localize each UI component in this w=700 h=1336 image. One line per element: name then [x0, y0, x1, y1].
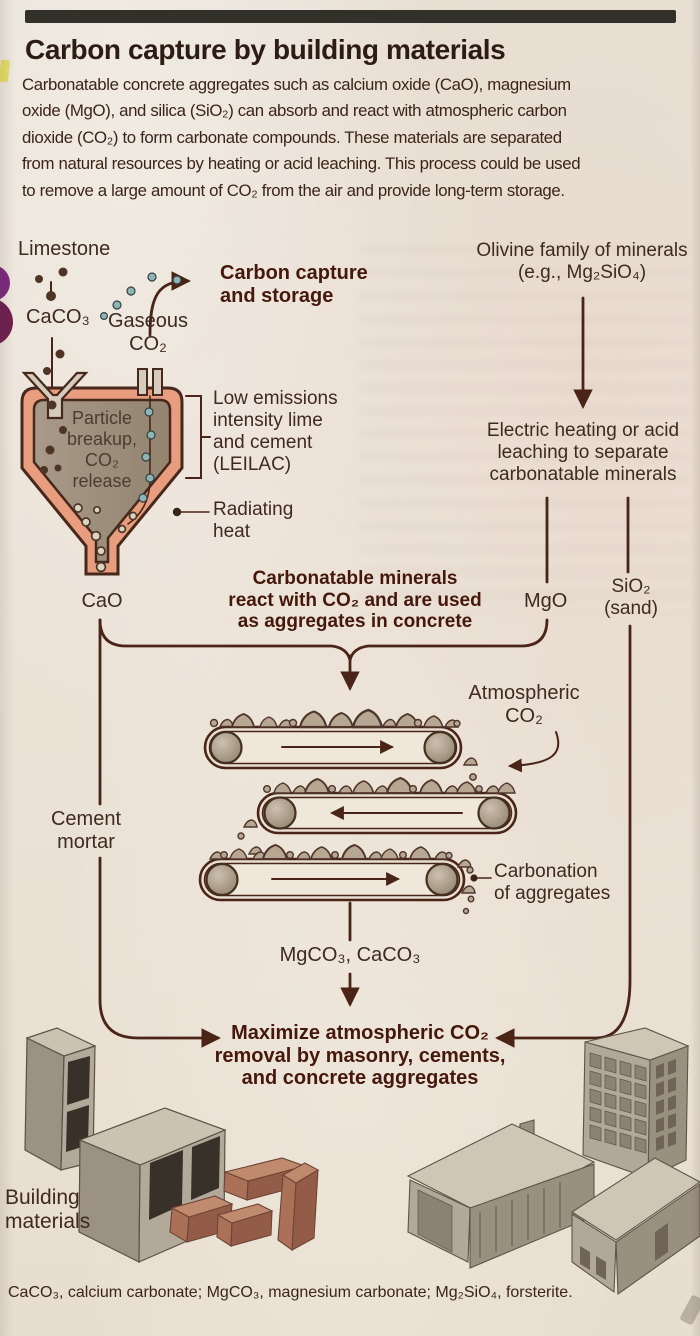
label-electric-heating: Electric heating or acid leaching to sep… [486, 420, 680, 485]
label-olivine: Olivine family of minerals (e.g., Mg₂SiO… [476, 240, 688, 283]
bricks [169, 1157, 320, 1252]
tall-building [582, 1027, 690, 1179]
kiln-illustration [20, 368, 184, 576]
page-edge-purple-artifact [0, 266, 13, 344]
hopper-funnel-icon [21, 371, 89, 420]
label-carbon-capture-storage: Carbon capture and storage [220, 262, 368, 307]
label-radiating-heat: Radiating heat [213, 499, 294, 542]
particle-path-down [40, 400, 107, 573]
conveyor-belt-1 [203, 708, 478, 806]
label-cao: CaO [81, 590, 123, 612]
label-leilac: Low emissions intensity lime and cement … [213, 388, 338, 475]
building-windows [589, 1052, 676, 1154]
label-caco3: CaCO₃ [26, 306, 90, 328]
chimney-icon [137, 368, 163, 396]
top-rule-bar [25, 10, 676, 23]
intro-paragraph: Carbonatable concrete aggregates such as… [22, 75, 581, 200]
leilac-bracket [185, 395, 211, 479]
label-building-materials: Building materials [5, 1186, 91, 1233]
label-limestone: Limestone [18, 238, 111, 260]
converge-bracket [98, 618, 549, 691]
footnote: CaCO₃, calcium carbonate; MgCO₃, magnesi… [8, 1284, 573, 1301]
cinder-block-lying [78, 1107, 227, 1263]
label-maximize-removal: Maximize atmospheric CO₂ removal by maso… [214, 1022, 506, 1089]
cement-mortar-line [98, 618, 221, 1048]
conveyor-belt-2 [237, 776, 518, 864]
page-edge-shadow-left [0, 0, 14, 1336]
modern-house [406, 1119, 596, 1269]
conveyor-belt-3 [198, 844, 492, 915]
label-mgo: MgO [524, 590, 568, 612]
co2-outflow-arrow [99, 271, 191, 337]
brick [216, 1203, 274, 1247]
page-title: Carbon capture by building materials [25, 34, 506, 65]
label-kiln-interior: Particle breakup, CO₂ release [66, 408, 138, 491]
print-showthrough-artifact [360, 245, 690, 615]
co2-path-up [117, 395, 156, 534]
brick [277, 1162, 320, 1252]
label-mgco3-caco3: MgCO₃, CaCO₃ [279, 944, 421, 966]
label-cement-mortar: Cement mortar [50, 808, 122, 853]
label-gaseous-co2: Gaseous CO₂ [107, 310, 189, 355]
sio2-line [495, 496, 632, 1048]
label-carbonatable-minerals: Carbonatable minerals react with CO₂ and… [228, 568, 482, 632]
radiating-heat-callout [172, 507, 210, 517]
label-atmospheric-co2: Atmospheric CO₂ [468, 682, 580, 727]
atmospheric-co2-arrow [507, 731, 560, 773]
page-edge-shadow-right [690, 0, 700, 1336]
label-sio2-sand: SiO₂ (sand) [604, 576, 658, 619]
carbonation-callout [470, 874, 492, 882]
gable-house [570, 1157, 700, 1296]
aggregate-rocks [209, 844, 476, 915]
label-carbonation: Carbonation of aggregates [494, 861, 611, 904]
